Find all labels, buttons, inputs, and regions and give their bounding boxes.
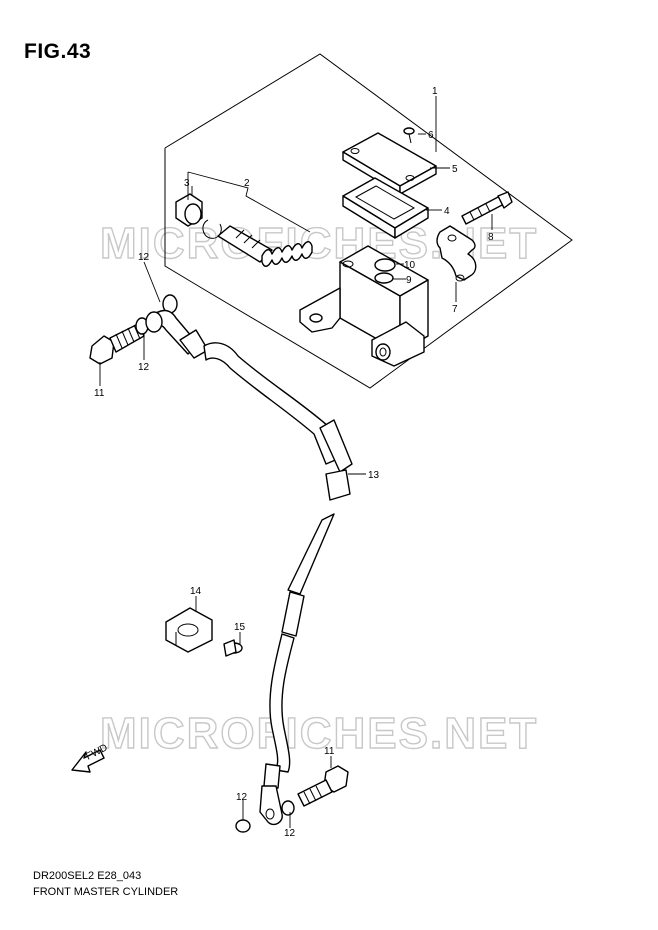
- callout-12-lower-left: 12: [236, 792, 248, 803]
- lower-banjo-bolt: [297, 765, 349, 807]
- callout-9: 9: [406, 275, 412, 286]
- reservoir-cap: [342, 132, 437, 195]
- callout-15: 15: [234, 622, 246, 633]
- cap-screw: [403, 127, 415, 144]
- callout-7: 7: [452, 304, 458, 315]
- callout-6: 6: [428, 130, 434, 141]
- lower-banjo: [259, 785, 283, 826]
- callout-10: 10: [404, 260, 416, 271]
- assembly-outline: [164, 53, 573, 389]
- forward-arrow-icon: FWD: [71, 742, 110, 773]
- upper-banjo-bolt: [89, 323, 145, 365]
- callout-8: 8: [488, 232, 494, 243]
- callout-2: 2: [244, 178, 250, 189]
- callout-labels: 1 2 3 4 5 6 7 8 9 10 11 11 12 12 12 12 1…: [94, 86, 494, 839]
- callout-3: 3: [184, 178, 190, 189]
- clamp-bolt: [461, 191, 513, 225]
- callout-11-lower: 11: [324, 746, 335, 757]
- figure-name: FRONT MASTER CYLINDER: [33, 886, 179, 898]
- watermark-lower: MICROFICHES.NET: [100, 709, 538, 758]
- diaphragm: [342, 177, 429, 239]
- callout-11-upper: 11: [94, 388, 105, 399]
- callout-5: 5: [452, 164, 458, 175]
- lower-washer-right: [281, 800, 295, 816]
- callout-14: 14: [190, 586, 202, 597]
- leader-lines: [99, 96, 493, 828]
- lower-washer-left: [235, 819, 251, 833]
- handlebar-clamp: [436, 225, 477, 282]
- callout-4: 4: [444, 206, 450, 217]
- figure-title: FIG.43: [24, 40, 92, 63]
- figure-code: DR200SEL2 E28_043: [33, 870, 142, 882]
- callout-13: 13: [368, 470, 380, 481]
- piston-assembly: [217, 225, 313, 267]
- callout-12-top: 12: [138, 252, 150, 263]
- brake-hose: [145, 309, 353, 789]
- guide-screw: [223, 639, 243, 657]
- dust-boot: [175, 193, 222, 239]
- sight-glass: [374, 258, 396, 284]
- callout-1: 1: [432, 86, 438, 97]
- callout-12-lower-right: 12: [284, 828, 296, 839]
- hose-guide: [165, 607, 213, 653]
- callout-12-mid: 12: [138, 362, 150, 373]
